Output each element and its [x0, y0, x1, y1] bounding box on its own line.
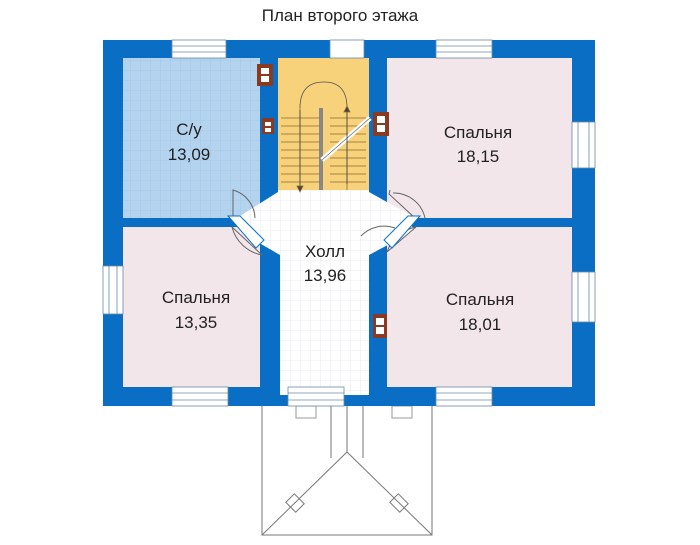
- staircase: [281, 81, 372, 193]
- bathroom-name: С/у: [176, 120, 202, 139]
- doors: [231, 189, 426, 256]
- bedroom-top-right-floor: [387, 58, 572, 218]
- bedroom-top-right-name: Спальня: [444, 123, 512, 142]
- porch-roof: [261, 404, 433, 536]
- windows: [102, 39, 596, 407]
- bedroom-bottom-left-name: Спальня: [162, 288, 230, 307]
- stair-well: [278, 58, 369, 190]
- hall-name: Холл: [305, 242, 345, 261]
- bedroom-bottom-right-area: 18,01: [459, 315, 502, 334]
- bathroom-area: 13,09: [168, 145, 211, 164]
- bedroom-bottom-right-name: Спальня: [446, 290, 514, 309]
- chimneys: [257, 64, 389, 338]
- bedroom-top-right-area: 18,15: [457, 147, 500, 166]
- bedroom-bottom-right-floor: [387, 227, 572, 387]
- hall-area: 13,96: [304, 266, 347, 285]
- plan-title: План второго этажа: [261, 6, 419, 25]
- bedroom-bottom-left-floor: [123, 227, 260, 387]
- bedroom-bottom-left-area: 13,35: [175, 313, 218, 332]
- door-frames: [226, 215, 422, 249]
